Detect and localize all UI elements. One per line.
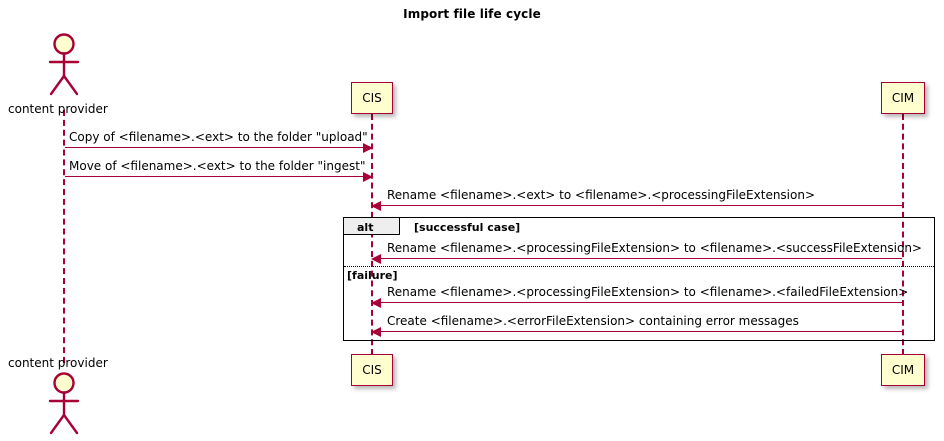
lifeline-cim — [902, 114, 904, 355]
message-line-6 — [381, 331, 902, 332]
message-arrowhead-4 — [371, 254, 381, 264]
message-line-3 — [381, 205, 902, 206]
actor-label-top: content provider — [8, 102, 108, 116]
alt-guard-label-2: [failure] — [347, 269, 398, 282]
actor-content-provider-top — [41, 33, 87, 97]
participant-box-cis-bottom[interactable]: CIS — [351, 354, 393, 386]
actor-stick-figure-icon — [48, 372, 80, 435]
message-label-1: Copy of <filename>.<ext> to the folder "… — [69, 130, 368, 144]
alt-fragment-divider — [344, 266, 934, 267]
message-arrowhead-1 — [363, 143, 373, 153]
message-label-4: Rename <filename>.<processingFileExtensi… — [387, 241, 922, 255]
message-label-5: Rename <filename>.<processingFileExtensi… — [387, 285, 909, 299]
message-label-6: Create <filename>.<errorFileExtension> c… — [387, 314, 799, 328]
message-arrowhead-5 — [371, 298, 381, 308]
participant-box-cim-top[interactable]: CIM — [881, 82, 925, 114]
diagram-title: Import file life cycle — [403, 7, 541, 21]
alt-fragment-tab-notch — [399, 218, 409, 235]
actor-content-provider-bottom — [41, 372, 87, 436]
participant-box-cis-top[interactable]: CIS — [351, 82, 393, 114]
message-arrowhead-6 — [371, 327, 381, 337]
alt-fragment-box — [343, 217, 935, 341]
actor-stick-figure-icon — [48, 33, 80, 96]
alt-fragment-operator-label: alt — [357, 221, 374, 234]
message-line-5 — [381, 302, 902, 303]
message-label-2: Move of <filename>.<ext> to the folder "… — [69, 159, 366, 173]
message-line-1 — [65, 147, 365, 148]
alt-guard-label-1: [successful case] — [414, 221, 521, 234]
message-line-2 — [65, 176, 365, 177]
actor-label-bottom: content provider — [8, 356, 108, 370]
message-arrowhead-3 — [371, 201, 381, 211]
message-label-3: Rename <filename>.<ext> to <filename>.<p… — [387, 188, 816, 202]
participant-box-cim-bottom[interactable]: CIM — [881, 354, 925, 386]
message-line-4 — [381, 258, 902, 259]
lifeline-content-provider — [63, 110, 65, 363]
message-arrowhead-2 — [363, 172, 373, 182]
